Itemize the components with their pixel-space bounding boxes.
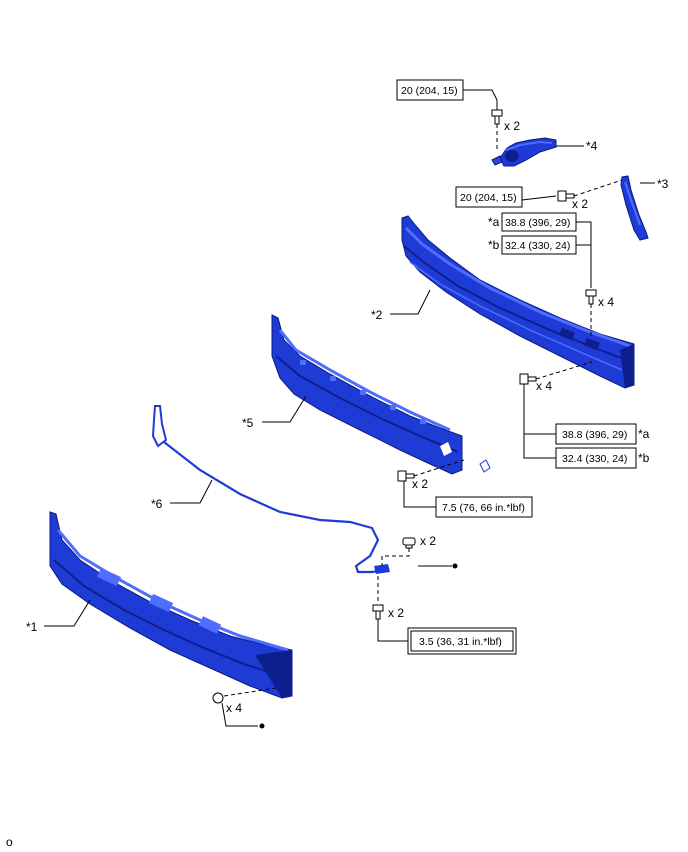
torque-box-sensor xyxy=(396,79,464,101)
callout-part-1: *1 xyxy=(26,620,38,634)
torque-box-lower-b xyxy=(555,447,637,469)
callout-part-4: *4 xyxy=(586,139,598,153)
harness-part-6 xyxy=(151,405,390,574)
callout-part-6: *6 xyxy=(151,497,163,511)
qty-sensor: x 2 xyxy=(504,119,520,133)
bracket-part-3 xyxy=(620,175,649,241)
reinforcement-part-2 xyxy=(401,215,635,389)
torque-box-absorber xyxy=(435,496,533,518)
qty-clip: x 4 xyxy=(226,701,242,715)
torque-lower-a: 38.8 (396, 29) xyxy=(562,429,627,441)
nut-icon xyxy=(402,537,416,549)
marker-dot-clip xyxy=(259,723,265,729)
callout-part-3: *3 xyxy=(657,177,669,191)
callout-part-2: *2 xyxy=(371,308,383,322)
callout-b-lower: *b xyxy=(638,451,650,465)
qty-nut: x 2 xyxy=(420,534,436,548)
bolt-lower-reinforcement-icon xyxy=(519,373,537,385)
footer-code: o xyxy=(6,835,13,849)
callout-a-upper: *a xyxy=(488,215,500,229)
torque-upper-b: 32.4 (330, 24) xyxy=(505,240,570,252)
torque-absorber: 7.5 (76, 66 in.*lbf) xyxy=(442,502,525,514)
qty-absorber: x 2 xyxy=(412,477,428,491)
callout-b-upper: *b xyxy=(488,238,500,252)
qty-harness: x 2 xyxy=(388,606,404,620)
sensor-part-4 xyxy=(491,137,557,167)
marker-dot-nut xyxy=(452,563,458,569)
bolt-harness-icon xyxy=(372,604,384,620)
torque-lower-b: 32.4 (330, 24) xyxy=(562,453,627,465)
qty-upper: x 4 xyxy=(598,295,614,309)
bolt-upper-reinforcement-icon xyxy=(585,289,597,305)
callout-a-lower: *a xyxy=(638,427,650,441)
callout-part-5: *5 xyxy=(242,416,254,430)
bolt-sensor-icon xyxy=(491,109,503,125)
torque-sensor: 20 (204, 15) xyxy=(401,85,458,97)
torque-harness: 3.5 (36, 31 in.*lbf) xyxy=(419,636,502,648)
torque-box-harness xyxy=(407,627,517,655)
clip-icon xyxy=(212,692,224,704)
lower-absorber-part-1 xyxy=(49,511,293,699)
torque-box-upper-b xyxy=(501,235,577,255)
torque-box-lower-a xyxy=(555,423,637,445)
torque-box-upper-a xyxy=(501,212,577,232)
qty-lower: x 4 xyxy=(536,379,552,393)
torque-upper-a: 38.8 (396, 29) xyxy=(505,217,570,229)
torque-bracket: 20 (204, 15) xyxy=(460,192,517,204)
qty-bracket: x 2 xyxy=(572,197,588,211)
torque-box-bracket xyxy=(455,186,523,208)
absorber-part-5 xyxy=(271,314,491,475)
